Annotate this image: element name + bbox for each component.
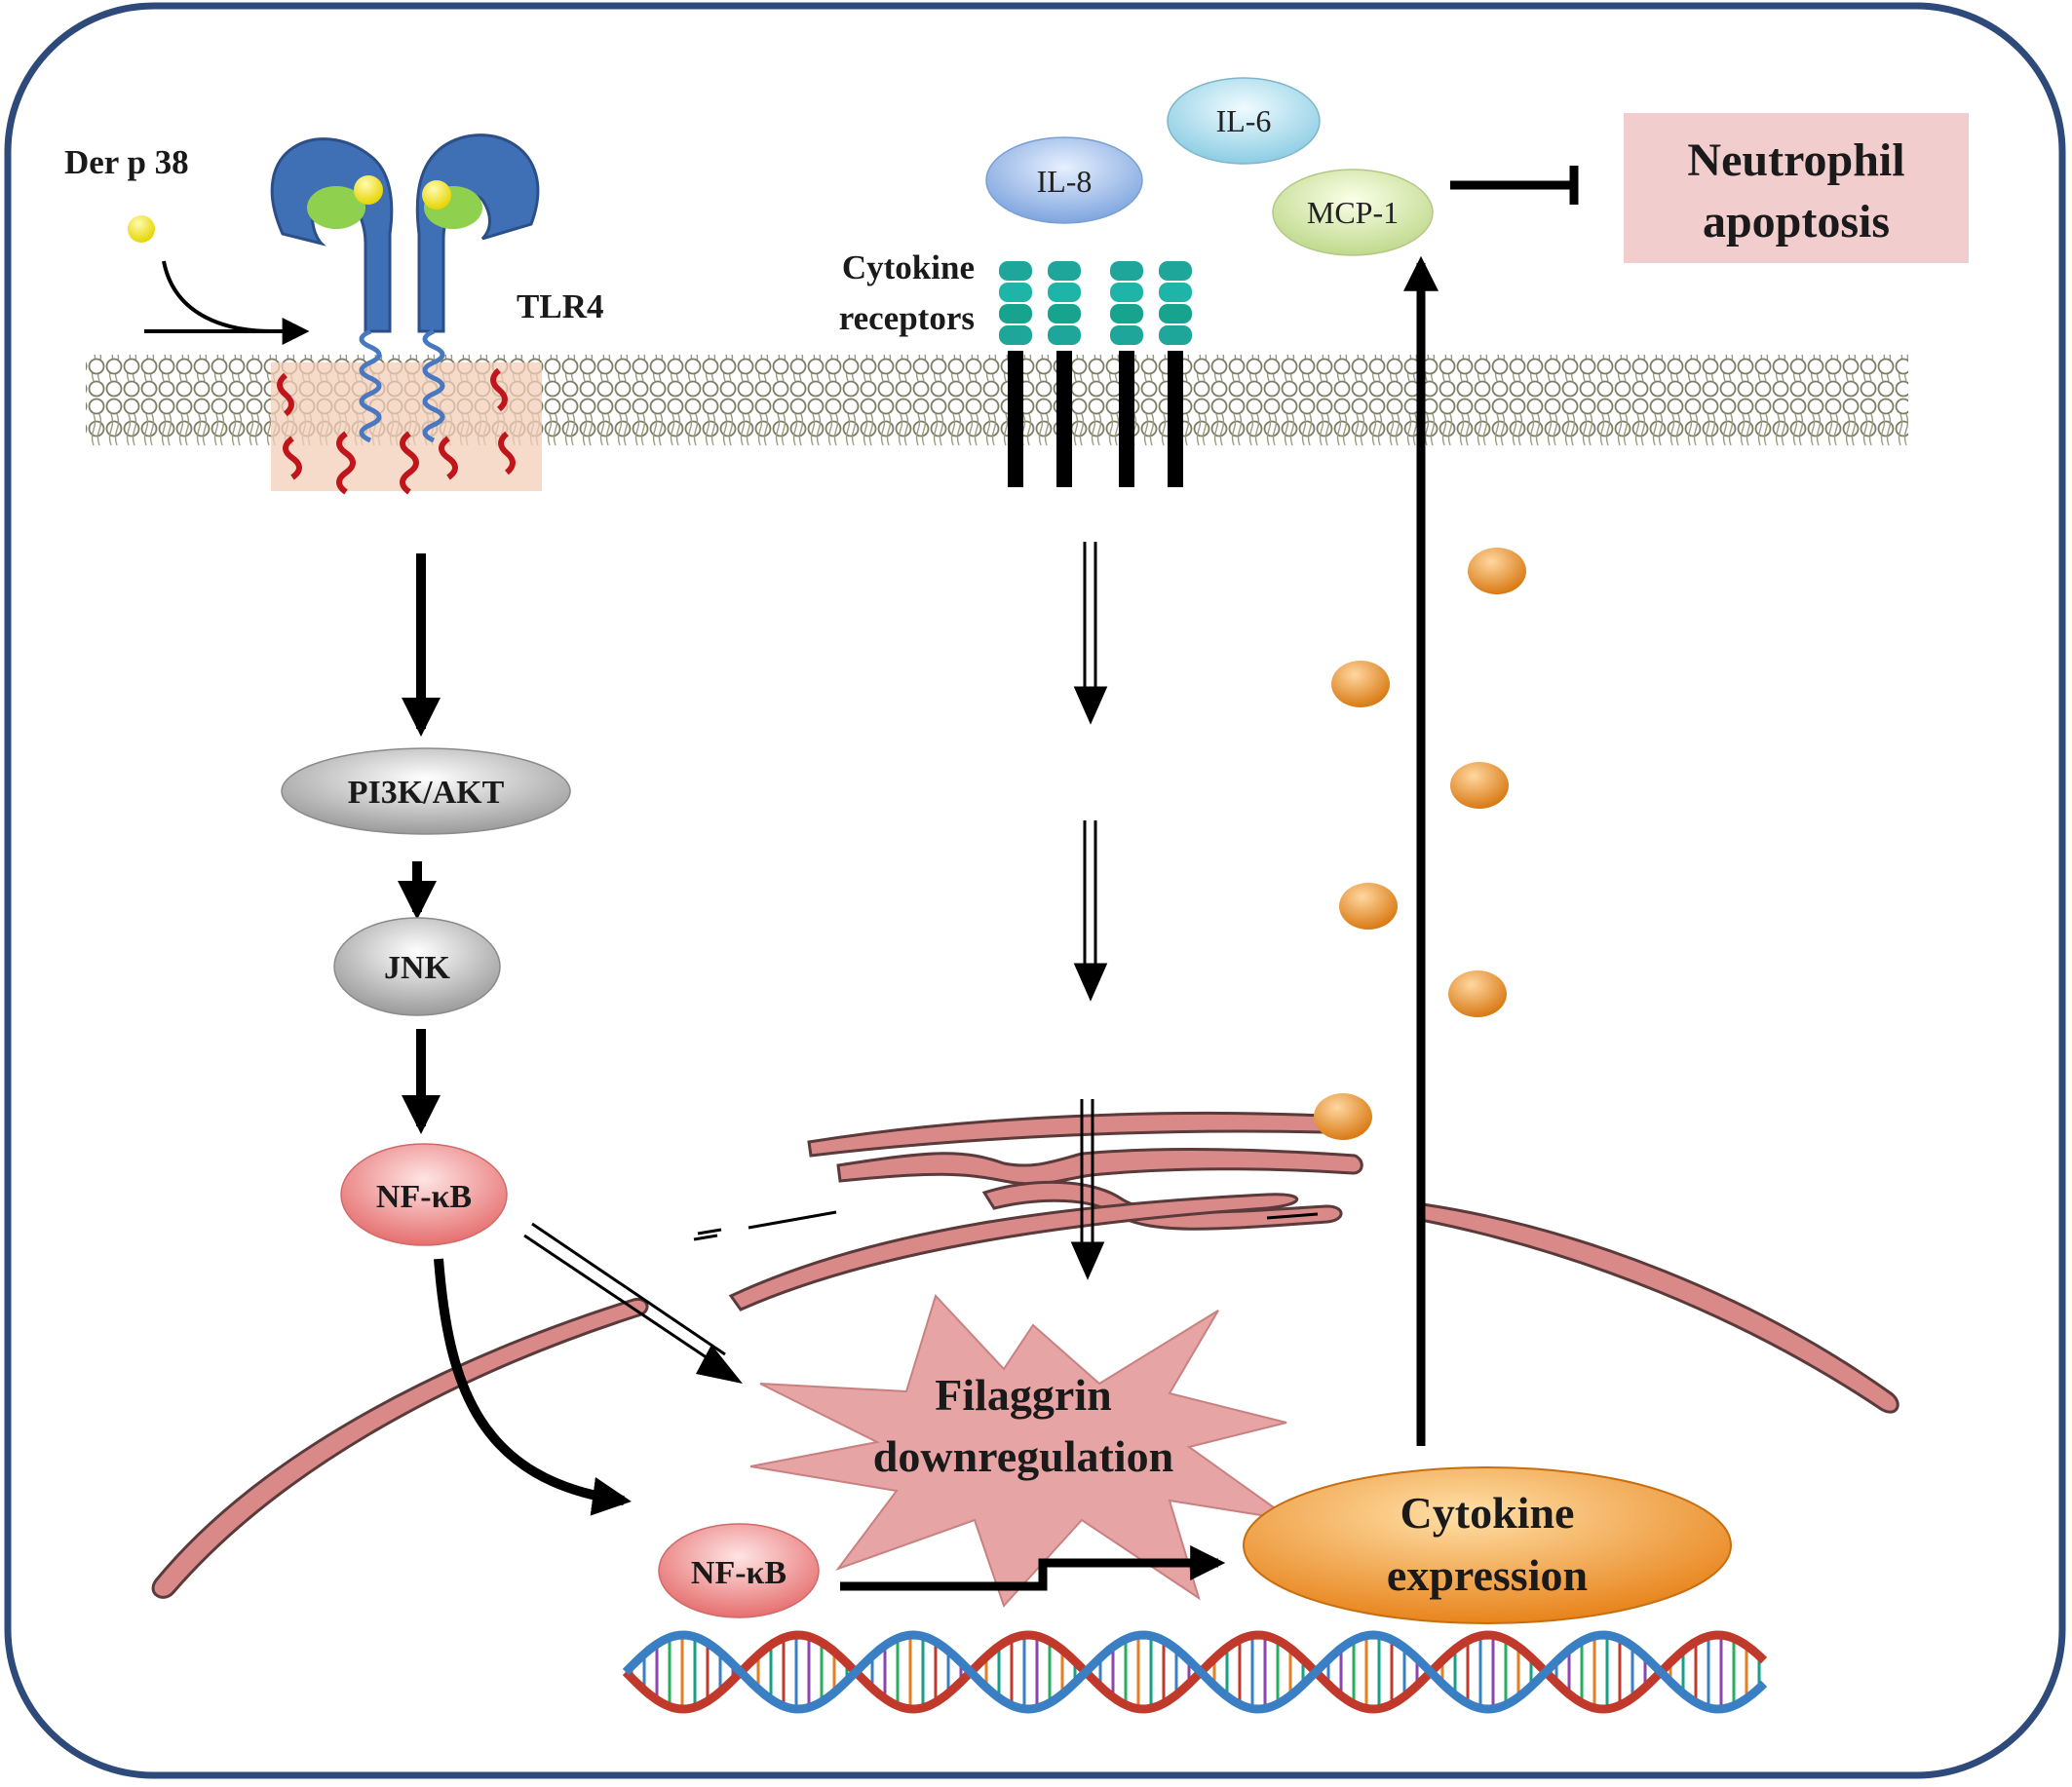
filaggrin-label-2: downregulation xyxy=(873,1431,1173,1481)
mcp1-label: MCP-1 xyxy=(1307,195,1399,230)
der-p38-ligand-bound xyxy=(422,180,451,209)
cytokine-expression-node: Cytokine expression xyxy=(1243,1466,1732,1624)
il8-label: IL-8 xyxy=(1037,164,1093,199)
cytokine-receptor xyxy=(1048,261,1081,487)
nfkb-to-filaggrin-arrow xyxy=(523,1222,743,1384)
der-p38-ligand-bound xyxy=(354,175,383,205)
vesicle xyxy=(1450,762,1509,809)
dna-strand xyxy=(622,1630,1768,1714)
pi3k-akt-label: PI3K/AKT xyxy=(348,775,505,811)
endoplasmic-reticulum xyxy=(151,1111,1899,1599)
vesicle xyxy=(1468,548,1526,594)
cytokine-receptors-label-2: receptors xyxy=(839,299,975,337)
vesicle xyxy=(1314,1093,1372,1140)
transcription-arrow xyxy=(840,1545,1226,1591)
vesicle xyxy=(1339,883,1398,930)
filaggrin-downregulation-burst: Filaggrin downregulation xyxy=(749,1294,1292,1608)
nfkb-cytoplasm-label: NF-κB xyxy=(376,1179,472,1215)
cytokine-receptors-label-1: Cytokine xyxy=(842,248,975,286)
cytokine-expression-label-1: Cytokine xyxy=(1401,1488,1575,1538)
il6-label: IL-6 xyxy=(1216,103,1272,138)
vesicle xyxy=(1448,970,1507,1017)
cytokine-receptor xyxy=(999,261,1032,487)
mcp1-cytokine: MCP-1 xyxy=(1272,169,1434,256)
neutrophil-apoptosis-label-2: apoptosis xyxy=(1703,196,1890,247)
nfkb-nucleus-node: NF-κB xyxy=(658,1523,820,1618)
nfkb-cytoplasm-node: NF-κB xyxy=(340,1143,508,1246)
md2-coreceptor xyxy=(307,186,365,229)
neutrophil-apoptosis-box: Neutrophil apoptosis xyxy=(1624,113,1969,263)
der-p38-ligand xyxy=(128,215,155,243)
dna-strand xyxy=(622,1630,1768,1714)
secretory-vesicles xyxy=(1314,548,1526,1140)
tlr4-receptor xyxy=(270,133,540,495)
der-p38-label: Der p 38 xyxy=(64,143,189,181)
tlr4-label: TLR4 xyxy=(517,287,603,325)
neutrophil-apoptosis-label-1: Neutrophil xyxy=(1687,134,1904,186)
pi3k-akt-node: PI3K/AKT xyxy=(281,747,571,835)
vesicle xyxy=(1331,661,1390,707)
il6-cytokine: IL-6 xyxy=(1167,77,1321,165)
nfkb-translocation-arrow xyxy=(434,1258,632,1516)
er-fragment-marks xyxy=(693,1210,1319,1241)
cytokine-receptor xyxy=(1159,261,1192,487)
cytokine-expression-label-2: expression xyxy=(1387,1550,1588,1600)
raft-proteins xyxy=(277,367,516,495)
jnk-node: JNK xyxy=(333,917,501,1016)
jnk-label: JNK xyxy=(384,950,451,986)
dna-helix xyxy=(622,1630,1768,1714)
cytokine-receptors xyxy=(999,261,1192,487)
il8-cytokine: IL-8 xyxy=(985,136,1143,224)
nfkb-nucleus-label: NF-κB xyxy=(691,1555,787,1591)
receptor-signal-arrows xyxy=(1070,542,1108,1280)
filaggrin-label-1: Filaggrin xyxy=(935,1370,1111,1420)
cytokine-receptor xyxy=(1110,261,1143,487)
